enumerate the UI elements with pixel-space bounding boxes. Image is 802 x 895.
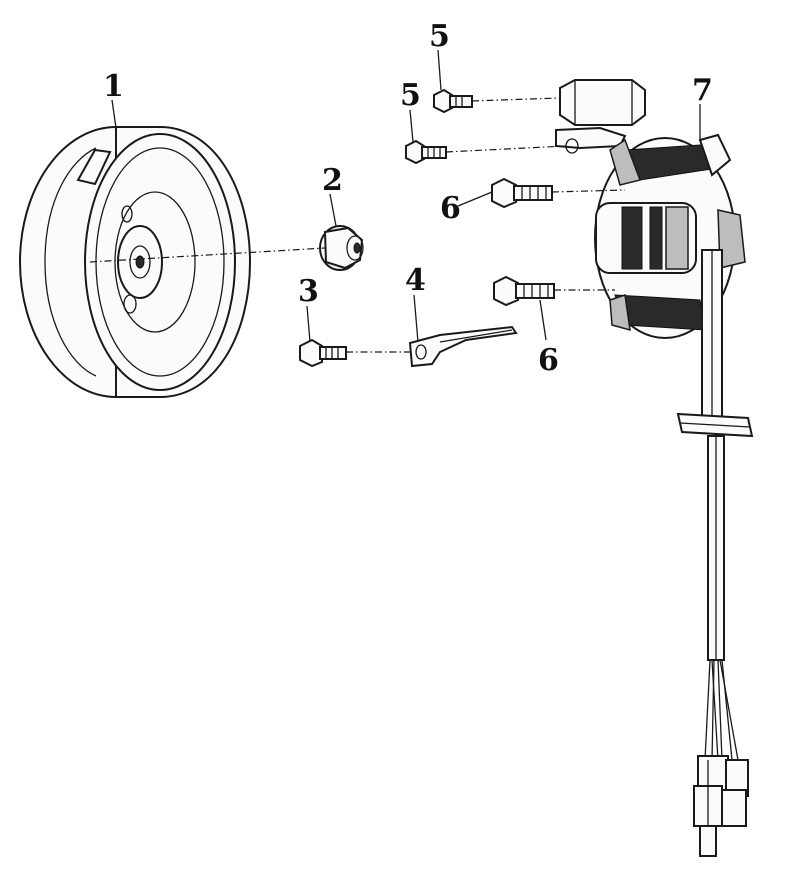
callout-6-upper: 6 <box>440 191 461 226</box>
callout-1: 1 <box>103 69 124 104</box>
callout-4: 4 <box>405 263 426 298</box>
leader-lines <box>89 97 626 353</box>
bracket-part <box>408 325 518 368</box>
bolt-upper-a-part <box>433 88 473 114</box>
callout-6-lower: 6 <box>538 343 559 378</box>
bolt-stator-lower-part <box>493 275 555 307</box>
flywheel-part <box>19 126 252 398</box>
bolt-bracket-part <box>299 338 347 368</box>
callout-7: 7 <box>692 73 713 108</box>
callout-labels: 1 2 3 4 5 5 6 6 7 <box>103 19 713 378</box>
callout-3: 3 <box>298 274 319 309</box>
flange-nut-part <box>319 225 364 271</box>
bolt-upper-b-part <box>405 139 447 165</box>
bolt-stator-upper-part <box>491 177 553 209</box>
callout-5a: 5 <box>429 19 450 54</box>
stator-assembly-part <box>555 79 754 857</box>
callout-2: 2 <box>322 163 343 198</box>
callout-5b: 5 <box>400 78 421 113</box>
